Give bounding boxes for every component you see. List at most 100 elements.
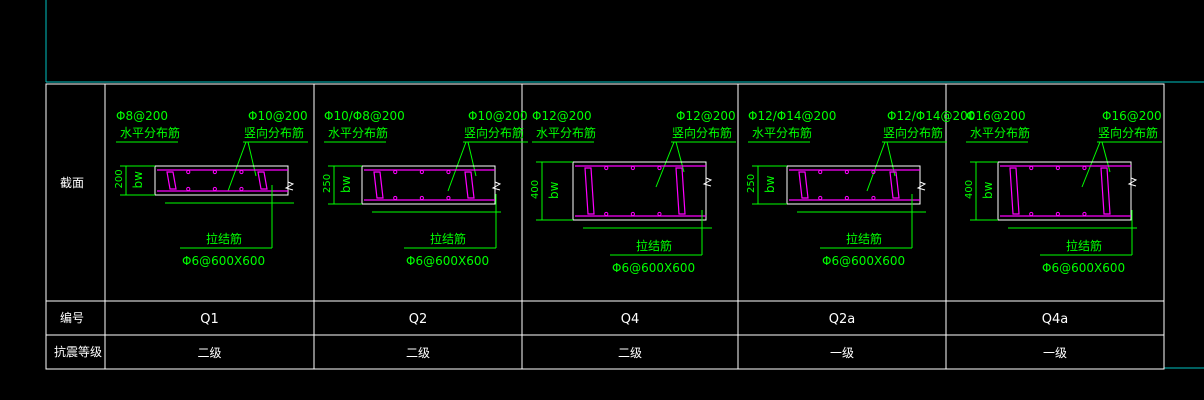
tie-label: 拉结筋 [430,231,466,246]
seismic-grade: 一级 [830,346,854,360]
vertical-bar-dot [604,165,609,171]
wall-outline [997,161,1132,221]
vert-rebar-label: 竖向分布筋 [464,125,524,140]
vertical-bar-dot [1082,165,1087,171]
horiz-rebar-label: 水平分布筋 [970,125,1030,140]
vertical-bar-dot [186,186,191,192]
vertical-bar-dot [844,169,849,175]
tie-hook [675,167,686,215]
vert-leader-2 [675,141,685,173]
horiz-rebar-spec: Φ10/Φ8@200 [324,109,405,123]
break-mark [1127,177,1138,187]
vertical-bar-dot [604,211,609,217]
tie-label: 拉结筋 [206,231,242,246]
bw-label: bw [339,175,353,193]
vertical-bar-dot [446,169,451,175]
wall-code: Q1 [200,312,219,327]
vertical-bar-dot [818,169,823,175]
vertical-bar-dot [212,186,217,192]
row-label-seismic-grade: 抗震等级 [54,344,102,359]
tie-hook [1100,167,1111,215]
horiz-rebar-label: 水平分布筋 [536,125,596,140]
wall-code: Q2 [409,312,428,327]
vertical-bar-dot [1055,165,1060,171]
horiz-rebar-spec: Φ12/Φ14@200 [748,109,836,123]
vertical-bar-dot [871,169,876,175]
vert-rebar-spec: Φ12/Φ14@200 [887,109,975,123]
row-label-number: 编号 [60,310,84,325]
row-label-section: 截面 [60,176,84,190]
wall-outline [572,161,707,221]
tie-hook [464,171,475,199]
vertical-bar-dot [657,165,662,171]
tie-spec: Φ6@600X600 [822,254,905,268]
horiz-rebar-label: 水平分布筋 [752,125,812,140]
vertical-bar-dot [239,169,244,175]
section-Q2[interactable]: Φ10/Φ8@200 水平分布筋 Φ10@200 竖向分布筋 250 bw 拉结筋 Φ6@60… [322,109,528,360]
seismic-grade: 二级 [618,346,642,360]
bw-label: bw [981,181,995,199]
tie-spec: Φ6@600X600 [612,261,695,275]
vertical-bar-dot [1029,211,1034,217]
vertical-bar-dot [186,169,191,175]
tie-label: 拉结筋 [1066,238,1102,253]
thickness-value: 400 [530,180,541,199]
bw-label: bw [547,181,561,199]
vert-rebar-spec: Φ10@200 [468,109,528,123]
vert-rebar-spec: Φ10@200 [248,109,308,123]
table-frame [45,83,1165,370]
seismic-grade: 二级 [197,346,221,360]
vert-leader [1081,141,1101,188]
break-mark [916,181,927,191]
vertical-bar-dot [1082,211,1087,217]
thickness-value: 400 [964,180,975,199]
wall-code: Q4 [621,312,640,327]
tie-spec: Φ6@600X600 [1042,261,1125,275]
horiz-rebar-spec: Φ8@200 [116,109,168,123]
tie-hook [166,171,177,190]
wall-outline [361,165,496,205]
tie-hook [373,171,384,199]
vertical-bar-dot [239,186,244,192]
vertical-bar-dot [630,211,635,217]
vertical-bar-dot [446,195,451,201]
horiz-rebar-label: 水平分布筋 [328,125,388,140]
tie-hook [798,171,809,199]
tie-spec: Φ6@600X600 [406,254,489,268]
vertical-bar-dot [212,169,217,175]
seismic-grade: 一级 [1043,346,1067,360]
tie-hook [889,171,900,199]
vert-rebar-label: 竖向分布筋 [1098,125,1158,140]
vertical-bar-dot [393,169,398,175]
thickness-value: 250 [322,174,333,193]
vertical-bar-dot [393,195,398,201]
tie-label: 拉结筋 [846,231,882,246]
wall-code: Q2a [829,312,855,327]
wall-outline [154,165,289,196]
vert-rebar-label: 竖向分布筋 [672,125,732,140]
tie-spec: Φ6@600X600 [182,254,265,268]
wall-outline [786,165,921,205]
break-mark [491,181,502,191]
vert-leader [655,141,675,188]
vertical-bar-dot [818,195,823,201]
bw-label: bw [763,175,777,193]
bw-label: bw [131,171,145,189]
vert-rebar-spec: Φ12@200 [676,109,736,123]
vertical-bar-dot [630,165,635,171]
vertical-bar-dot [1029,165,1034,171]
horiz-rebar-spec: Φ16@200 [966,109,1026,123]
seismic-grade: 二级 [406,346,430,360]
wall-code: Q4a [1042,312,1068,327]
horiz-rebar-label: 水平分布筋 [120,125,180,140]
tie-hook [584,167,595,215]
viewport-border [45,0,1204,369]
vert-leader-2 [1101,141,1111,173]
